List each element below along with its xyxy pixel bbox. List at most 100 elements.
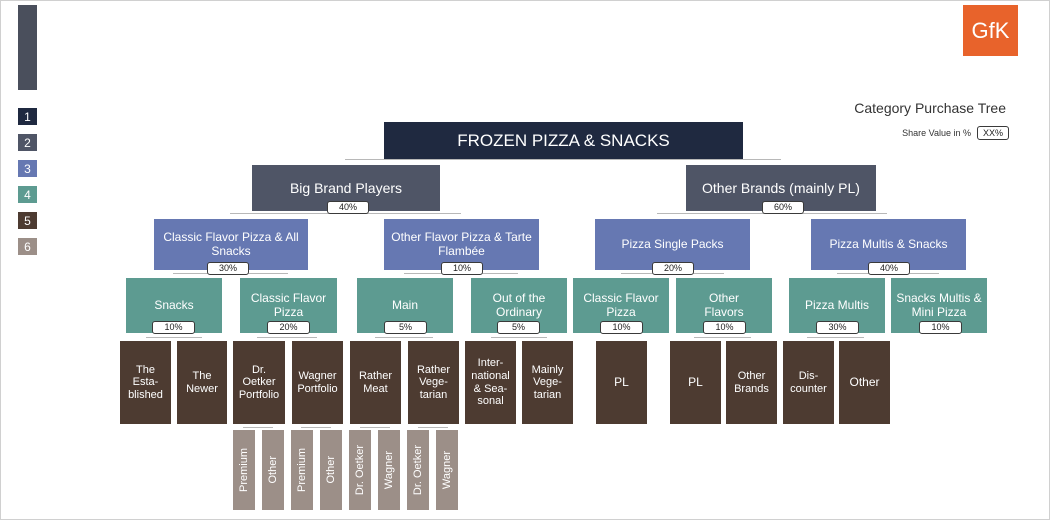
node-label: Pizza Multis — [805, 297, 870, 312]
tree-node-level3: Pizza Multis & Snacks — [811, 219, 966, 270]
tree-node-level4: Snacks — [126, 278, 222, 333]
node-label: Main — [391, 297, 418, 312]
node-label: Premium — [295, 447, 308, 492]
share-badge: 10% — [703, 321, 746, 334]
tree-node-level5: Dis-counter — [783, 341, 834, 424]
node-label: PL — [688, 374, 703, 389]
node-label: Pizza Single Packs — [621, 236, 724, 251]
left-accent-bar — [18, 5, 37, 90]
connector — [146, 337, 202, 338]
connector — [257, 337, 317, 338]
connector — [807, 337, 864, 338]
share-badge: 10% — [152, 321, 195, 334]
share-badge: 10% — [441, 262, 483, 275]
node-label: Rather Vege-tarian — [416, 363, 451, 401]
tree-node-level6: Other — [320, 430, 342, 510]
logo-text: GfK — [971, 17, 1010, 43]
node-label: Wagner Portfolio — [297, 369, 338, 395]
tree-node-level3: Classic Flavor Pizza & All Snacks — [154, 219, 308, 270]
legend-label: 5 — [24, 213, 31, 228]
node-label: Wagner — [440, 450, 453, 490]
node-label: Dr. Oetker — [411, 444, 424, 496]
connector — [491, 337, 547, 338]
tree-node-level6: Wagner — [378, 430, 400, 510]
node-label: Other — [324, 456, 337, 484]
legend-level-1: 1 — [18, 108, 37, 125]
node-label: Other Brands (mainly PL) — [702, 179, 860, 196]
legend-level-5: 5 — [18, 212, 37, 229]
share-badge: 30% — [816, 321, 859, 334]
node-label: Out of the Ordinary — [492, 290, 546, 319]
node-label: Dr. Oetker — [353, 444, 366, 496]
tree-node-level6: Wagner — [436, 430, 458, 510]
node-label: Big Brand Players — [289, 179, 403, 196]
tree-root-node: FROZEN PIZZA & SNACKS — [384, 122, 743, 159]
tree-node-level6: Premium — [233, 430, 255, 510]
node-label: Classic Flavor Pizza — [583, 290, 659, 319]
page-title: Category Purchase Tree — [854, 100, 1006, 116]
connector — [375, 337, 433, 338]
tree-node-level5: PL — [596, 341, 647, 424]
legend-label: 4 — [24, 187, 31, 202]
node-label: Snacks — [154, 297, 194, 312]
node-label: Wagner — [382, 450, 395, 490]
share-badge: 30% — [207, 262, 249, 275]
connector — [418, 427, 448, 428]
node-label: Mainly Vege-tarian — [531, 363, 564, 401]
legend-label: 2 — [24, 135, 31, 150]
share-badge: 5% — [497, 321, 540, 334]
tree-node-level5: Other — [839, 341, 890, 424]
tree-node-level5: Other Brands — [726, 341, 777, 424]
legend-level-4: 4 — [18, 186, 37, 203]
tree-node-level5: Wagner Portfolio — [292, 341, 343, 424]
tree-node-level5: Rather Vege-tarian — [408, 341, 459, 424]
node-label: Other Flavor Pizza & Tarte Flambée — [391, 229, 532, 258]
connector — [345, 159, 781, 160]
node-label: Dr. Oetker Portfolio — [238, 363, 280, 401]
node-label: Other Flavors — [704, 290, 744, 319]
share-badge: 40% — [327, 201, 369, 214]
gfk-logo: GfK — [963, 5, 1018, 56]
tree-node-level3: Other Flavor Pizza & Tarte Flambée — [384, 219, 539, 270]
legend-label: 3 — [24, 161, 31, 176]
share-badge: 10% — [600, 321, 643, 334]
node-label: Classic Flavor Pizza & All Snacks — [163, 229, 299, 258]
tree-node-level5: The Esta-blished — [120, 341, 171, 424]
tree-node-level3: Pizza Single Packs — [595, 219, 750, 270]
connector — [243, 427, 273, 428]
connector — [360, 427, 390, 428]
legend-label: 6 — [24, 239, 31, 254]
node-label: Classic Flavor Pizza — [250, 290, 327, 319]
tree-node-level6: Dr. Oetker — [407, 430, 429, 510]
share-badge: 10% — [919, 321, 962, 334]
tree-node-level5: PL — [670, 341, 721, 424]
node-label: Rather Meat — [358, 369, 393, 395]
tree-node-level6: Premium — [291, 430, 313, 510]
legend-label: 1 — [24, 109, 31, 124]
node-label: Other — [849, 374, 880, 389]
node-label: Inter-national & Sea-sonal — [471, 357, 510, 408]
tree-node-level5: Dr. Oetker Portfolio — [233, 341, 285, 424]
legend-level-2: 2 — [18, 134, 37, 151]
tree-node-level5: The Newer — [177, 341, 227, 424]
connector — [301, 427, 331, 428]
node-label: PL — [614, 374, 629, 389]
node-label: Premium — [237, 447, 250, 492]
node-label: The Newer — [186, 369, 218, 395]
share-badge: 20% — [267, 321, 310, 334]
share-badge: 5% — [384, 321, 427, 334]
node-label: FROZEN PIZZA & SNACKS — [457, 130, 670, 150]
tree-node-level6: Dr. Oetker — [349, 430, 371, 510]
share-badge: 20% — [652, 262, 694, 275]
legend-level-6: 6 — [18, 238, 37, 255]
node-label: Other — [266, 456, 279, 484]
share-label: Share Value in % — [902, 128, 971, 138]
share-badge: 40% — [868, 262, 910, 275]
tree-node-level5: Mainly Vege-tarian — [522, 341, 573, 424]
share-badge: 60% — [762, 201, 804, 214]
node-label: The Esta-blished — [128, 363, 163, 401]
node-label: Dis-counter — [790, 369, 827, 395]
tree-node-level6: Other — [262, 430, 284, 510]
legend-level-3: 3 — [18, 160, 37, 177]
